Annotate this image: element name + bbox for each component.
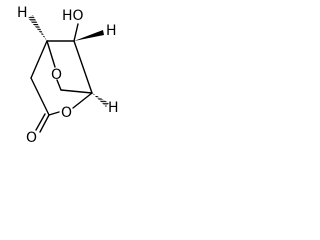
hydrogen-left-label: H bbox=[17, 5, 28, 21]
bond-c4-c3 bbox=[30, 77, 50, 116]
bond-c5-c4 bbox=[30, 40, 48, 79]
bond-c1-c7 bbox=[73, 40, 93, 94]
hash-bond-left bbox=[28, 15, 47, 41]
bond-o8-c bbox=[56, 79, 62, 91]
bond-o2-c1 bbox=[72, 92, 93, 109]
hydroxyl-label: HO bbox=[62, 8, 84, 24]
ring-oxygen-label: O bbox=[61, 105, 72, 121]
bond-c5-o8 bbox=[46, 40, 56, 68]
bridge-oxygen-label: O bbox=[51, 67, 62, 83]
bond-c3-o-double-a bbox=[39, 114, 50, 133]
bond-c7-oh bbox=[73, 23, 79, 42]
wedge-bond-right bbox=[74, 30, 104, 41]
bond-c3-o2 bbox=[48, 111, 60, 116]
hash-bond-bottom bbox=[92, 93, 109, 107]
bond-c-c1 bbox=[60, 89, 93, 94]
hydrogen-right-label: H bbox=[106, 23, 117, 39]
bond-c3-o-double-b bbox=[35, 113, 46, 131]
hydrogen-bottom-label: H bbox=[108, 100, 119, 116]
carbonyl-oxygen-label: O bbox=[26, 130, 37, 146]
bicyclic-lactone-structure: HO H H H O O O bbox=[17, 5, 119, 146]
